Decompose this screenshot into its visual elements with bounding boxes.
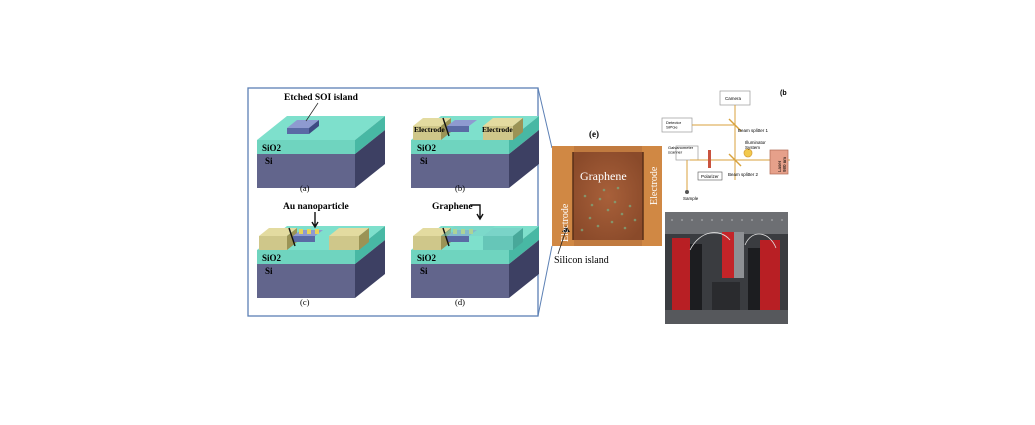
micrograph-e [552, 146, 662, 246]
laser-box [769, 149, 789, 175]
caption-e: (e) [589, 129, 599, 139]
laser-label: Laser980 nm [777, 157, 787, 172]
caption-a: (a) [300, 183, 310, 193]
panel-b [411, 116, 539, 188]
sample-label: Sample [683, 196, 699, 201]
micrograph-graphene-label: Graphene [580, 169, 627, 183]
annotation-etched-soi-island: Etched SOI island [284, 93, 359, 103]
au-nanoparticle [299, 229, 303, 234]
polarizer-element [708, 150, 711, 168]
polarizer-label: Polarizer [701, 174, 719, 179]
electrode-label-b-left: Electrode [414, 125, 445, 134]
soi-island [287, 120, 319, 128]
graphene-sheet [441, 226, 495, 236]
substrate-label-a: Si [265, 156, 273, 166]
lab-photograph [665, 212, 788, 324]
oxide-label-c: SiO2 [262, 253, 282, 263]
micrograph-electrode-right: Electrode [649, 166, 660, 205]
caption-b: (b) [455, 183, 465, 193]
zoom-line-top [537, 87, 553, 149]
camera-label: Camera [725, 96, 742, 101]
setup-panel-label: (b [780, 90, 787, 97]
micrograph-electrode-left: Electrode [560, 203, 571, 242]
au-nanoparticle [307, 229, 311, 234]
annotation-arrow-a [305, 102, 319, 122]
illuminator-lamp [743, 148, 753, 158]
panel-a [257, 116, 385, 188]
beam-splitter-1-label: Beam splitter 1 [738, 128, 769, 133]
silicon-island-label: Silicon island [554, 255, 609, 266]
substrate-label-b: Si [420, 156, 428, 166]
sample-marker [685, 190, 689, 194]
caption-c: (c) [300, 297, 310, 307]
annotation-graphene: Graphene [432, 202, 473, 212]
polarizer-box [697, 171, 723, 181]
substrate-label-d: Si [420, 266, 428, 276]
oxide-label-b: SiO2 [417, 143, 437, 153]
panel-c [257, 226, 385, 298]
substrate-label-c: Si [265, 266, 273, 276]
annotation-arrow-c [311, 212, 319, 229]
panel-d [411, 226, 539, 298]
oxide-label-d: SiO2 [417, 253, 437, 263]
caption-d: (d) [455, 297, 465, 307]
zoom-line-bottom [537, 245, 553, 317]
au-nanoparticle [315, 229, 319, 234]
electrode-label-b-right: Electrode [482, 125, 513, 134]
annotation-au-nanoparticle: Au nanoparticle [283, 202, 349, 212]
silicon-island-pointer [557, 229, 567, 255]
oxide-label-a: SiO2 [262, 143, 282, 153]
annotation-arrow-d [470, 204, 484, 221]
beam-splitter-2-label: Beam splitter 2 [728, 172, 759, 177]
